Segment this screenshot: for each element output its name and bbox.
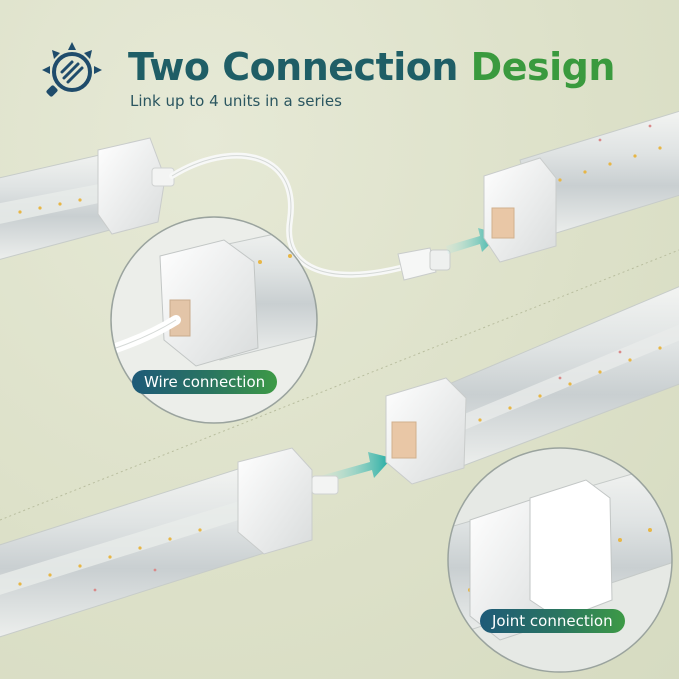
sun-bulb-icon [42, 42, 102, 97]
connect-arrow-bottom [320, 452, 392, 484]
joint-connection-label: Joint connection [480, 609, 625, 633]
title-part-accent: Design [470, 45, 616, 89]
page-subtitle: Link up to 4 units in a series [130, 92, 342, 110]
wire-connection-label: Wire connection [132, 370, 278, 394]
light-tube-bottom-right [385, 286, 679, 485]
page-title: Two Connection Design [128, 44, 615, 90]
wire-connection-zoom [110, 216, 318, 424]
wire-plug [397, 247, 451, 281]
light-tube-top-right [483, 110, 679, 263]
light-tube-bottom-left [0, 447, 339, 638]
title-part-primary: Two Connection [128, 45, 458, 89]
joint-connection-zoom [447, 447, 673, 673]
divider-line [0, 249, 679, 521]
light-tube-top-left [0, 137, 175, 260]
